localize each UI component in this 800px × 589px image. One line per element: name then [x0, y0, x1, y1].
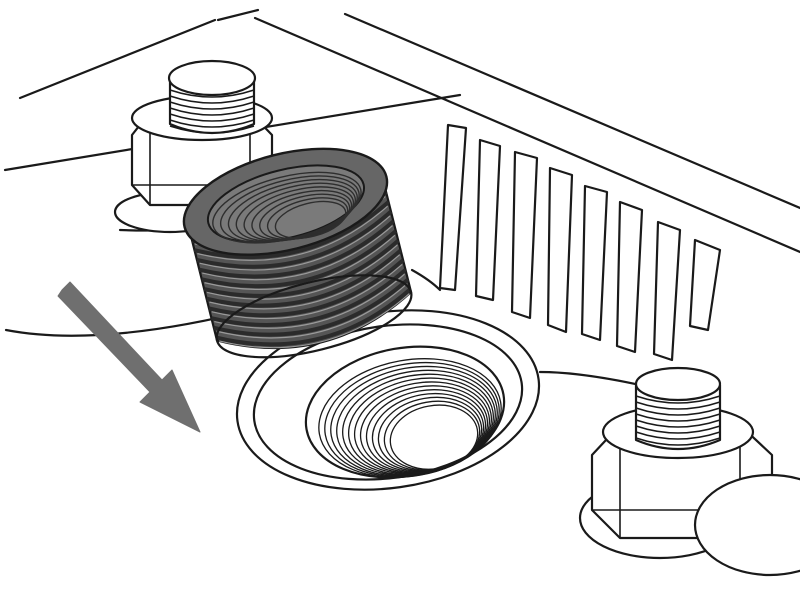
insert-bore-threads [212, 171, 362, 244]
thread-line [635, 419, 721, 428]
thread-highlight [216, 283, 408, 339]
thread-line [169, 101, 255, 110]
thread-line [635, 413, 721, 422]
thread-line [635, 401, 721, 410]
thread-line [389, 404, 479, 470]
thread-insert-icon [182, 147, 413, 359]
thread-line [169, 107, 255, 116]
thread-highlight [214, 273, 405, 329]
stud-threads-left [169, 89, 255, 134]
threaded-hole-boss [235, 309, 541, 491]
thread-highlight [211, 263, 403, 320]
round-component [693, 473, 800, 577]
thread-line [194, 200, 390, 260]
bore-thread-line [274, 200, 347, 239]
thread-line [635, 431, 721, 440]
thread-highlight [202, 225, 393, 281]
thread-highlight [209, 254, 401, 310]
thread-line [169, 125, 255, 134]
thread-line [215, 287, 412, 347]
stud-threads-right [635, 395, 721, 446]
thread-highlight [206, 244, 398, 300]
thread-line [169, 95, 255, 104]
thread-line [206, 248, 402, 308]
thread-line [213, 277, 410, 337]
thread-line [201, 229, 398, 289]
thread-line [203, 239, 400, 298]
thread-highlight [199, 215, 391, 271]
thread-line [169, 119, 255, 128]
thread-highlight [219, 293, 410, 349]
thread-line [196, 210, 393, 269]
thread-line [635, 407, 721, 416]
thread-line [635, 395, 721, 404]
thread-line [169, 113, 255, 122]
hole-threads [318, 358, 502, 478]
thread-line [169, 89, 255, 98]
thread-line [635, 425, 721, 434]
cooling-fins [438, 123, 722, 362]
arrow-down-right-icon [57, 281, 201, 433]
thread-line [198, 219, 395, 279]
thread-highlight [197, 205, 388, 261]
thread-line [635, 437, 721, 446]
thread-line [210, 268, 407, 327]
